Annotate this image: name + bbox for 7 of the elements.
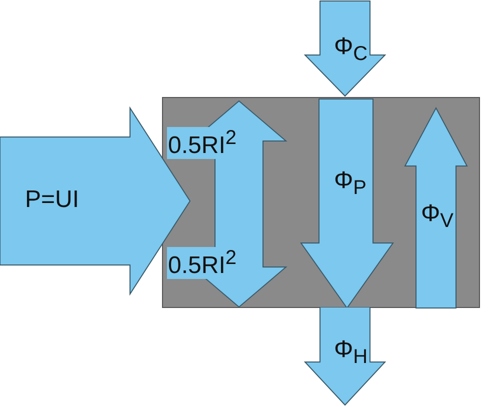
arrow-label: 0.5RI$^{2}$ [167,247,238,279]
energy-flow-shape [303,0,387,98]
module-block [162,97,480,308]
energy-flow-shape [303,307,387,407]
energy-flow-shape [300,98,395,310]
arrow-label: 0.5RI$^{2}$ [167,127,238,159]
energy-flow-shape [404,106,469,309]
